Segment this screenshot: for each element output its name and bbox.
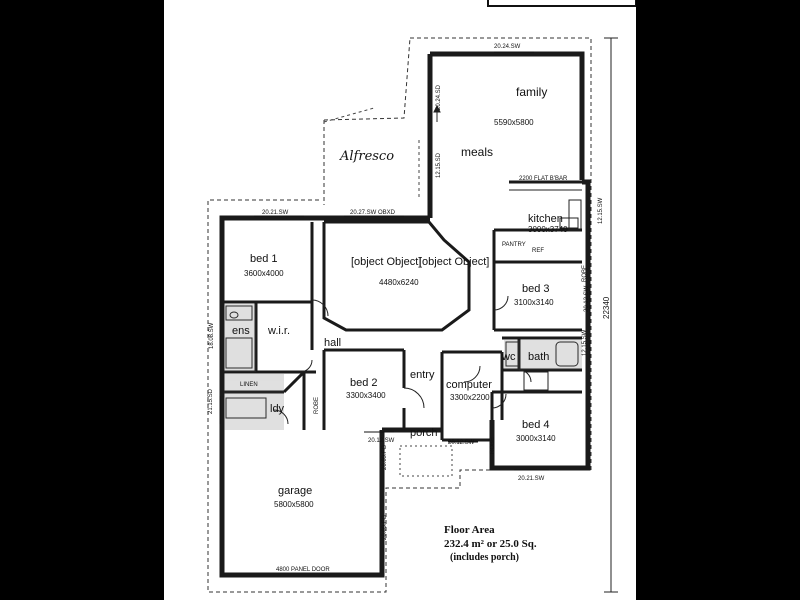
- interior-walls: [222, 180, 582, 442]
- linen-label: LINEN: [240, 382, 258, 388]
- bed4-label: bed 4: [522, 419, 550, 431]
- robe-bed2-label: ROBE: [314, 397, 320, 414]
- tiled-areas: [224, 304, 582, 430]
- ens-label: ens: [232, 325, 250, 337]
- ldy-label: ldy: [270, 403, 285, 415]
- exterior-walls: [219, 51, 591, 578]
- alfresco-label: Alfresco: [339, 149, 394, 164]
- living-dining-size: 4480x6240: [379, 278, 419, 287]
- overall-dimension-line: [604, 37, 618, 593]
- fixtures: [225, 199, 582, 419]
- floor-area-note: (includes porch): [450, 552, 519, 563]
- laundry-tub: [225, 397, 267, 419]
- floor-area-value: 232.4 m² or 25.0 Sq.: [444, 538, 537, 550]
- porch-label: porch: [410, 427, 438, 439]
- window-label: 20.12.SW: [368, 438, 395, 444]
- dining-label: [object Object]: [419, 256, 489, 268]
- bed1-label: bed 1: [250, 253, 278, 265]
- living-label: [object Object]: [351, 256, 421, 268]
- ens-vanity: [225, 305, 253, 321]
- window-label: 12.15.SW: [598, 197, 604, 224]
- window-label: 12.15.SD: [436, 152, 442, 178]
- kitchen-size: 3000x3740: [528, 225, 568, 234]
- floor-plan-sheet: family 5590x5800 meals Alfresco kitchen …: [164, 0, 636, 600]
- bath-tub: [555, 341, 579, 367]
- family-label: family: [516, 85, 547, 99]
- window-label: 21.15.SD: [208, 388, 214, 414]
- window-label: 20.21.SW: [262, 210, 289, 216]
- window-label: 20.24.SW: [494, 44, 521, 50]
- window-label: 20.27.SW OBXD: [350, 210, 396, 216]
- porch-pavers: [399, 445, 453, 477]
- computer-size: 3300x2200: [450, 393, 490, 402]
- bed2-label: bed 2: [350, 377, 378, 389]
- bath-label: bath: [528, 351, 549, 363]
- wc-label: wc: [501, 351, 516, 363]
- title-block-edge: [487, 0, 636, 7]
- kitchen-label: kitchen: [528, 213, 563, 225]
- bed2-size: 3300x3400: [346, 391, 386, 400]
- window-label: 20.09.FG: [382, 515, 388, 540]
- garage-label: garage: [278, 485, 312, 497]
- ref-label: REF: [532, 248, 544, 254]
- entry-label: entry: [410, 369, 435, 381]
- window-label: 18.08.SW: [209, 322, 215, 349]
- window-ticks: [219, 51, 591, 560]
- meals-label: meals: [461, 145, 493, 159]
- bed1-size: 3600x4000: [244, 269, 284, 278]
- window-label: 20.12.SW: [584, 285, 590, 312]
- window-label: 20.21.SW: [518, 476, 545, 482]
- floor-plan-drawing: family 5590x5800 meals Alfresco kitchen …: [207, 0, 636, 593]
- bed3-size: 3100x3140: [514, 298, 554, 307]
- flat-bar-label: 2200 FLAT B'BAR: [519, 176, 568, 182]
- window-label: 20.12.SW: [448, 440, 475, 446]
- overall-dimension: 22340: [602, 296, 611, 319]
- robe-bed4-label: ROBE: [490, 437, 496, 454]
- computer-label: computer: [446, 379, 492, 391]
- north-arrow: [433, 104, 441, 122]
- hall-label: hall: [324, 337, 341, 349]
- window-label: 20.24.SD: [436, 84, 442, 110]
- alfresco-outline: [323, 107, 420, 200]
- bed3-label: bed 3: [522, 283, 550, 295]
- bed4-size: 3000x3140: [516, 434, 556, 443]
- eave-outline: [207, 37, 592, 593]
- family-size: 5590x5800: [494, 118, 534, 127]
- window-label: 20.09.FG: [382, 445, 388, 470]
- window-label: 12.15.SW: [582, 329, 588, 356]
- door-swings: [273, 295, 532, 425]
- pantry-label: PANTRY: [502, 242, 526, 248]
- robe-bed3-label: ROBE: [582, 265, 588, 282]
- floor-area-title: Floor Area: [444, 524, 495, 536]
- garage-size: 5800x5800: [274, 500, 314, 509]
- wir-label: w.i.r.: [267, 325, 290, 337]
- panel-door-label: 4800 PANEL DOOR: [276, 567, 330, 573]
